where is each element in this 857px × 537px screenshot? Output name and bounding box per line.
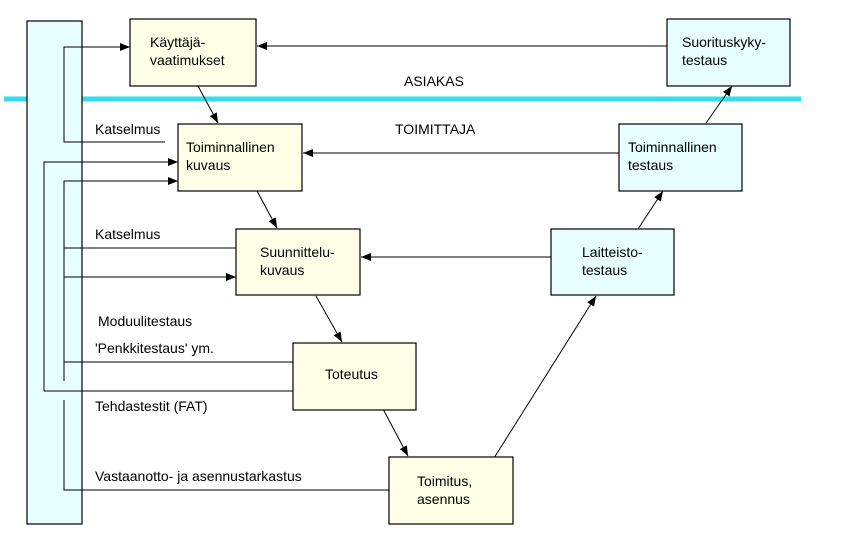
review-label-2: Katselmus — [95, 226, 160, 242]
hardware-testing-line2: testaus — [582, 262, 627, 278]
box-delivery: Toimitus, asennus — [388, 456, 514, 525]
box-design-spec: Suunnittelu- kuvaus — [235, 228, 361, 296]
verification-arrows — [257, 42, 667, 261]
design-spec-line2: kuvaus — [260, 262, 304, 278]
delivery-line1: Toimitus, — [417, 473, 472, 489]
review-label-1: Katselmus — [95, 121, 160, 137]
user-requirements-line1: Käyttäjä- — [150, 34, 206, 50]
functional-spec-line1: Toiminnallinen — [186, 139, 275, 155]
box-performance-testing: Suorituskyky- testaus — [666, 18, 791, 87]
functional-testing-line2: testaus — [628, 157, 673, 173]
hardware-testing-line1: Laitteisto- — [582, 244, 643, 260]
module-testing-label: Moduulitestaus — [98, 313, 192, 329]
feedback-lines — [43, 43, 389, 491]
box-implementation: Toteutus — [292, 342, 417, 411]
box-functional-testing: Toiminnallinen testaus — [618, 123, 743, 192]
customer-zone-label: ASIAKAS — [404, 73, 464, 89]
box-functional-spec: Toiminnallinen kuvaus — [177, 123, 303, 192]
left-review-bar — [26, 20, 83, 525]
bench-testing-label: 'Penkkitestaus' ym. — [95, 340, 214, 356]
acceptance-label: Vastaanotto- ja asennustarkastus — [95, 468, 302, 484]
box-hardware-testing: Laitteisto- testaus — [550, 228, 675, 296]
implementation-label: Toteutus — [325, 366, 378, 382]
user-requirements-line2: vaatimukset — [150, 52, 225, 68]
functional-testing-line1: Toiminnallinen — [628, 139, 717, 155]
design-spec-line1: Suunnittelu- — [260, 244, 335, 260]
supplier-zone-label: TOIMITTAJA — [395, 121, 476, 137]
factory-tests-label: Tehdastestit (FAT) — [95, 398, 208, 414]
flow-arrows — [197, 85, 733, 459]
box-user-requirements: Käyttäjä- vaatimukset — [129, 18, 257, 87]
performance-testing-line2: testaus — [682, 52, 727, 68]
functional-spec-line2: kuvaus — [186, 157, 230, 173]
delivery-line2: asennus — [417, 491, 470, 507]
performance-testing-line1: Suorituskyky- — [682, 34, 766, 50]
